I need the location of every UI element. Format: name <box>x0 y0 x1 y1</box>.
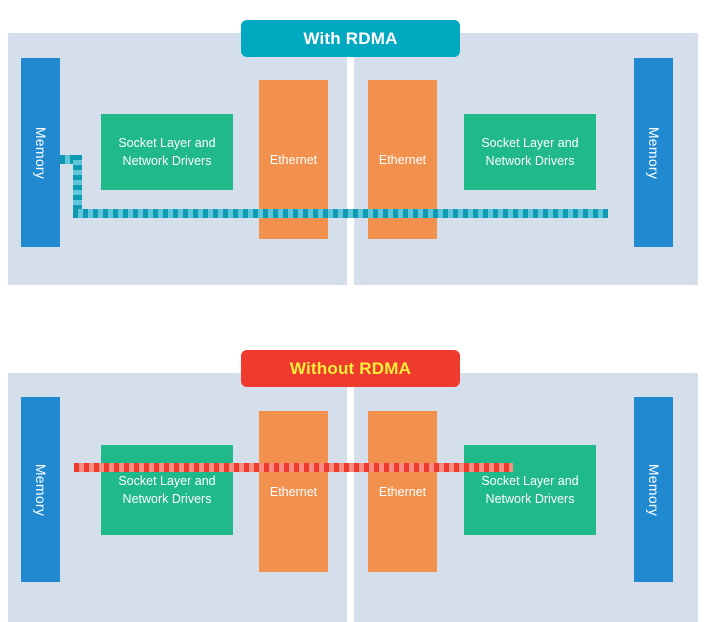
socket-layer-block-bottom-left: Socket Layer and Network Drivers <box>101 445 233 535</box>
memory-label: Memory <box>645 463 662 516</box>
panel-divider-top <box>347 33 354 285</box>
non-rdma-path-segment-horizontal <box>74 463 513 472</box>
memory-label: Memory <box>645 126 662 179</box>
memory-block-top-right: Memory <box>634 58 673 247</box>
rdma-path-segment-stub <box>60 155 82 164</box>
memory-label: Memory <box>32 126 49 179</box>
memory-block-bottom-left: Memory <box>21 397 60 582</box>
socket-layer-block-top-left: Socket Layer and Network Drivers <box>101 114 233 190</box>
memory-block-bottom-right: Memory <box>634 397 673 582</box>
panel-divider-bottom <box>347 373 354 622</box>
badge-without-rdma: Without RDMA <box>241 350 460 387</box>
ethernet-block-bottom-left: Ethernet <box>259 411 328 572</box>
socket-layer-block-bottom-right: Socket Layer and Network Drivers <box>464 445 596 535</box>
memory-label: Memory <box>32 463 49 516</box>
memory-block-top-left: Memory <box>21 58 60 247</box>
rdma-path-segment-horizontal <box>73 209 608 218</box>
socket-layer-block-top-right: Socket Layer and Network Drivers <box>464 114 596 190</box>
ethernet-block-bottom-right: Ethernet <box>368 411 437 572</box>
badge-with-rdma: With RDMA <box>241 20 460 57</box>
rdma-path-segment-vertical <box>73 155 82 218</box>
